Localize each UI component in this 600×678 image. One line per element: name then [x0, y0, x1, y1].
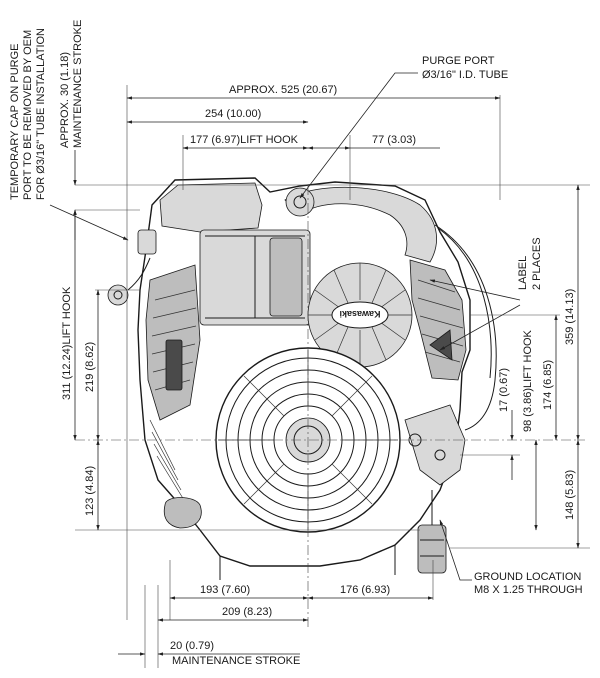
temp-cap-text-2: PORT TO BE REMOVED BY OEM — [22, 30, 34, 200]
annotations: PURGE PORT Ø3/16" I.D. TUBE APPROX. 525 … — [9, 20, 583, 667]
dim-text-176: 176 (6.93) — [340, 584, 390, 596]
label-2places-text-2: 2 PLACES — [531, 237, 543, 290]
maint-stroke-top-text: MAINTENANCE STROKE — [72, 20, 84, 148]
temporary-cap-leader — [49, 204, 129, 241]
dim-text-254: 254 (10.00) — [205, 108, 261, 120]
dim-text-177: 177 (6.97)LIFT HOOK — [190, 134, 299, 146]
purge-port-tube-label: Ø3/16" I.D. TUBE — [422, 69, 508, 81]
leader-lines — [49, 72, 521, 581]
air-cleaner-cover — [159, 182, 263, 233]
dim-text-193: 193 (7.60) — [200, 584, 250, 596]
oil-filler-cap — [163, 497, 202, 529]
intake-pipe — [284, 186, 437, 263]
engine-illustration: Kawasaki — [107, 177, 497, 580]
ground-leader — [439, 519, 472, 581]
temp-cap-text-3: FOR Ø3/16" TUBE INSTALLATION — [35, 28, 47, 200]
dim-text-209: 209 (8.23) — [222, 606, 272, 618]
dim-text-123: 123 (4.84) — [84, 466, 96, 516]
purge-port-leader — [299, 72, 418, 199]
label-2places-text-1: LABEL — [517, 256, 529, 290]
purge-port-label: PURGE PORT — [422, 55, 495, 67]
approx-30-text: APPROX. 30 (1.18) — [59, 52, 71, 148]
extension-lines — [75, 85, 590, 668]
center-lines — [75, 185, 585, 630]
label-leader-2 — [439, 304, 521, 351]
dim-text-20: 20 (0.79) — [170, 640, 214, 652]
ground-location-text: GROUND LOCATION — [474, 571, 581, 583]
dim-text-311: 311 (12.24)LIFT HOOK — [61, 286, 73, 400]
dim-text-525: APPROX. 525 (20.67) — [229, 84, 337, 96]
dimension-lines — [73, 96, 580, 656]
dim-text-219: 219 (8.62) — [84, 342, 96, 392]
ground-thread-text: M8 X 1.25 THROUGH — [474, 584, 583, 596]
dim-text-98: 98 (3.86)LIFT HOOK — [522, 329, 534, 432]
purge-port-fitting — [285, 187, 315, 217]
brand-badge — [331, 301, 389, 329]
dim-text-148: 148 (5.83) — [564, 470, 576, 520]
temporary-cap — [107, 284, 129, 306]
label-leader-1 — [429, 279, 521, 301]
governor-linkage — [404, 404, 466, 486]
right-hose — [434, 224, 497, 431]
brand-text: Kawasaki — [339, 309, 380, 319]
dim-text-174: 174 (6.85) — [542, 360, 554, 410]
ground-connector — [417, 524, 447, 574]
temp-cap-text-1: TEMPORARY CAP ON PURGE — [9, 44, 21, 200]
dim-text-359: 359 (14.13) — [564, 289, 576, 345]
dim-text-77: 77 (3.03) — [372, 134, 416, 146]
right-cylinder-head — [409, 259, 467, 381]
dim-text-17: 17 (0.67) — [498, 368, 510, 412]
maint-stroke-bottom-text: MAINTENANCE STROKE — [172, 655, 300, 667]
